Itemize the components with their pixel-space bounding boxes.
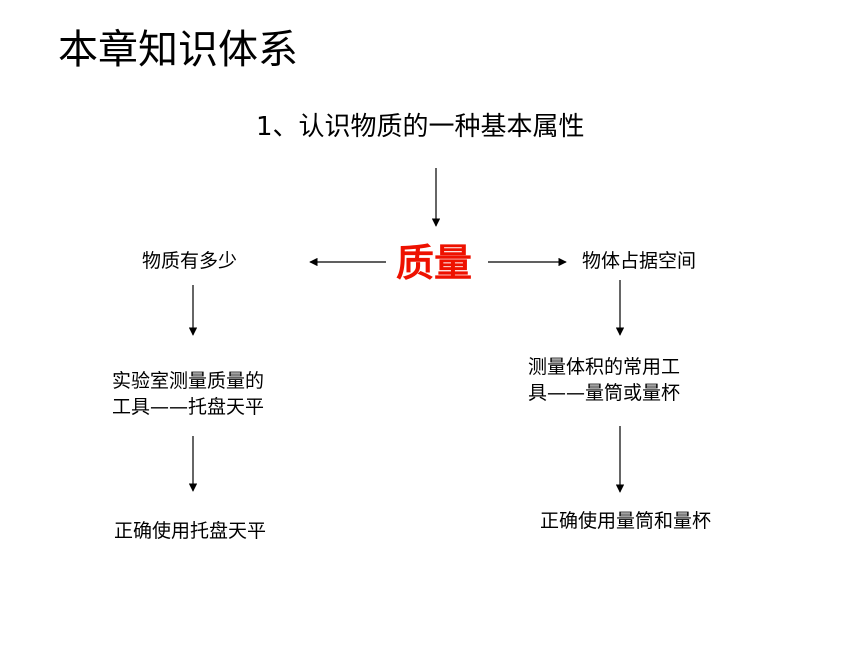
right-concept-node: 物体占据空间 (582, 250, 697, 272)
right-tool-line2: 具——量筒或量杯 (528, 382, 681, 404)
right-tool-node: 测量体积的常用工 具——量筒或量杯 (528, 354, 708, 406)
center-node: 质量 (396, 241, 473, 285)
right-usage-node: 正确使用量筒和量杯 (540, 510, 712, 532)
left-tool-line1: 实验室测量质量的 (112, 370, 265, 392)
left-tool-node: 实验室测量质量的 工具——托盘天平 (112, 368, 292, 420)
page-title: 本章知识体系 (58, 27, 298, 73)
left-tool-line2: 工具——托盘天平 (112, 396, 265, 418)
left-usage-node: 正确使用托盘天平 (114, 520, 267, 542)
left-concept-node: 物质有多少 (142, 250, 238, 272)
section-subtitle: 1、认识物质的一种基本属性 (256, 112, 585, 142)
right-tool-line1: 测量体积的常用工 (528, 356, 681, 378)
